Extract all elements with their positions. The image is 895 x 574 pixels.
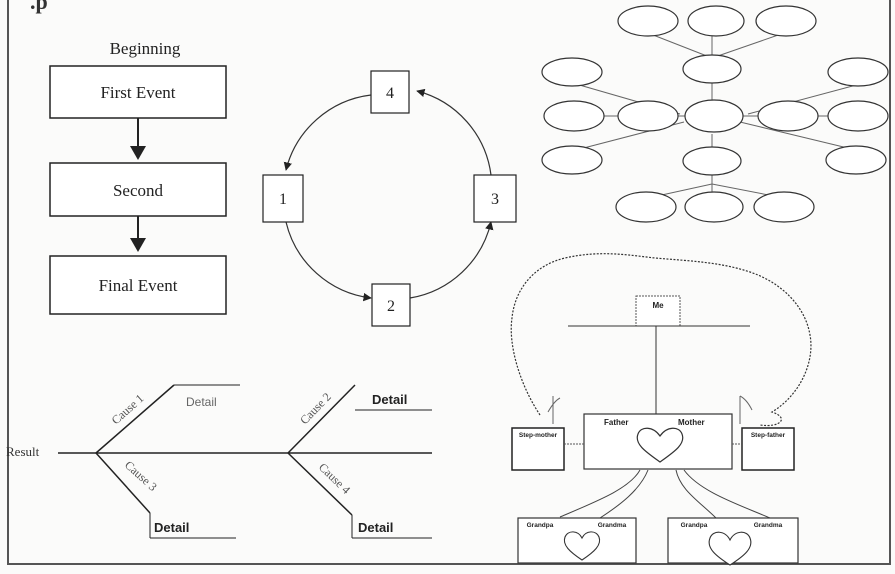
cycle-arrow-1-to-2 — [285, 221, 372, 302]
mother-label: Mother — [678, 418, 705, 427]
fishbone-bone-1 — [95, 384, 175, 454]
fishbone-diagram: Result Cause 1 Detail Cause 2 Detail Cau… — [6, 384, 432, 539]
tree-canopy — [510, 253, 812, 427]
parents-heart-icon — [636, 427, 684, 463]
cycle-node-4-label: 4 — [386, 85, 394, 102]
grandpa-right-label: Grandpa — [681, 522, 708, 529]
fishbone-detail-1: Detail — [186, 395, 217, 409]
cycle-arrow-4-to-1 — [283, 94, 372, 171]
fishbone-detail-2: Detail — [372, 392, 407, 407]
cluster-bubbles — [541, 5, 889, 223]
sequence-box-first-label: First Event — [100, 83, 175, 102]
father-label: Father — [604, 418, 628, 427]
cycle-arrow-3-to-4 — [416, 88, 492, 176]
sequence-box-final-label: Final Event — [99, 276, 178, 295]
sequence-chain: Beginning First Event Second Final Event — [49, 39, 227, 315]
cycle-node-2-label: 2 — [387, 298, 395, 315]
me-label: Me — [652, 301, 664, 310]
fishbone-cause-4: Cause 4 — [316, 460, 353, 497]
cycle-node-4 — [370, 70, 410, 114]
grandpa-left-label: Grandpa — [527, 522, 554, 529]
cycle-node-3 — [473, 174, 517, 223]
sequence-box-second — [49, 162, 227, 217]
cycle-arrow-2-to-3 — [409, 221, 494, 299]
tree-canopy-inner — [547, 395, 753, 413]
sequence-heading: Beginning — [110, 39, 181, 58]
sequence-box-final — [49, 255, 227, 315]
cycle-node-1 — [262, 174, 304, 223]
clipped-title-fragment: .p — [30, 0, 48, 14]
me-box — [635, 295, 681, 327]
cycle-diagram: 4 1 3 2 — [262, 70, 517, 327]
fishbone-bone-4 — [287, 452, 353, 516]
grandparents-left-heart-icon — [563, 531, 601, 561]
family-tree: Me Father Mother Step-mother Step-father… — [510, 253, 812, 566]
stepmother-label: Step-mother — [519, 432, 558, 439]
sequence-box-second-label: Second — [113, 181, 164, 200]
stepfather-box — [741, 427, 795, 471]
fishbone-bone-2 — [287, 384, 356, 454]
grandma-left-label: Grandma — [598, 522, 627, 529]
fishbone-cause-2: Cause 2 — [297, 390, 334, 427]
sequence-arrowhead-1 — [130, 146, 146, 160]
tree-roots — [559, 469, 771, 519]
cycle-node-3-label: 3 — [491, 191, 499, 208]
fishbone-detail-3: Detail — [154, 520, 189, 535]
fishbone-cause-1: Cause 1 — [109, 391, 147, 427]
fishbone-detail-4: Detail — [358, 520, 393, 535]
stepfather-label: Step-father — [751, 432, 786, 439]
grandparents-right-heart-icon — [708, 531, 752, 566]
sequence-arrowhead-2 — [130, 238, 146, 252]
stepmother-box — [511, 427, 565, 471]
outer-frame — [7, 0, 891, 565]
grandma-right-label: Grandma — [754, 522, 783, 529]
fishbone-result-label: Result — [6, 444, 40, 459]
cycle-node-2 — [371, 283, 411, 327]
fishbone-bone-3 — [95, 452, 151, 514]
cycle-node-1-label: 1 — [279, 191, 287, 208]
